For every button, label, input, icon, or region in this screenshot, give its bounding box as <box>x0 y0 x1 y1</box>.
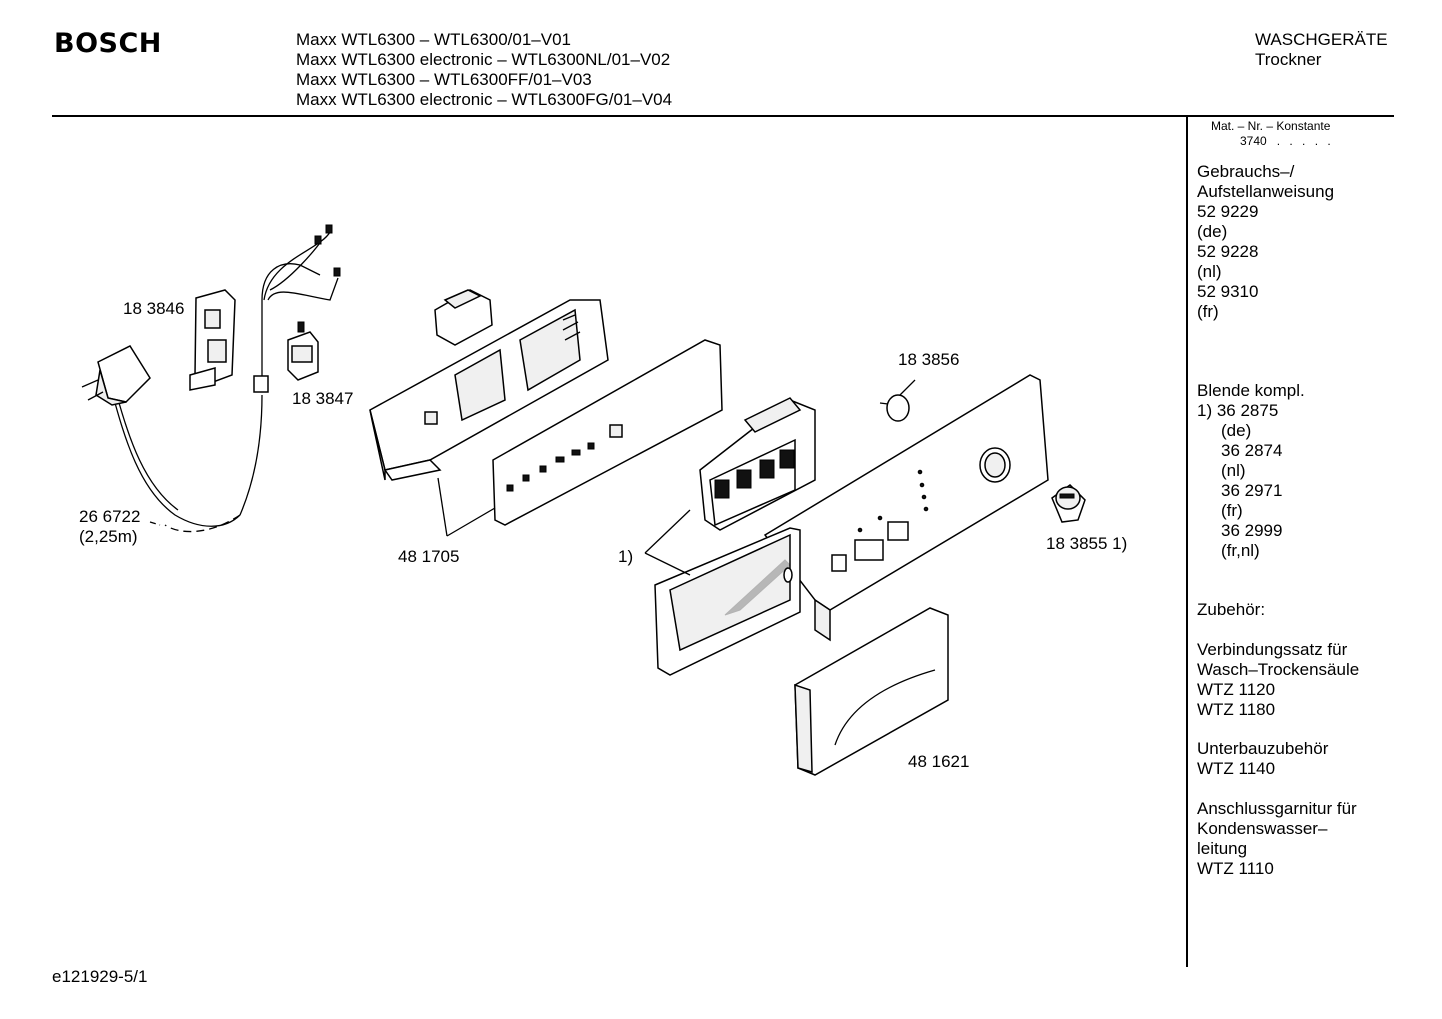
category-subtitle: Trockner <box>1255 50 1322 69</box>
material-number-dots: . . . . . <box>1276 134 1334 148</box>
material-number-block: Mat. – Nr. – Konstante 3740 . . . . . <box>1211 119 1334 149</box>
model-list: Maxx WTL6300 – WTL6300/01–V01 Maxx WTL63… <box>296 30 672 110</box>
accessory-line: WTZ 1120 <box>1197 680 1276 699</box>
manual-entry: (fr) <box>1197 302 1219 321</box>
blende-section: Blende kompl. 1) 36 2875 (de) 36 2874 (n… <box>1197 381 1305 561</box>
knob-183855-drawing <box>1051 484 1086 523</box>
manual-title: Gebrauchs–/ <box>1197 162 1295 181</box>
category-title: WASCHGERÄTE <box>1255 30 1388 49</box>
drawing-code: e121929-5/1 <box>52 967 148 986</box>
exploded-parts-diagram <box>81 224 1086 776</box>
blende-entry: (fr,nl) <box>1221 541 1260 560</box>
manual-entry: 52 9228 <box>1197 242 1259 261</box>
button-module-drawing <box>699 397 816 531</box>
manual-entry: 52 9229 <box>1197 202 1259 221</box>
sidebar-divider <box>1186 115 1188 967</box>
accessory-line: Unterbauzubehör <box>1197 739 1329 758</box>
manual-section: Gebrauchs–/ Aufstellanweisung 52 9229 (d… <box>1197 162 1334 322</box>
anschluss-section: Anschlussgarnitur für Kondenswasser– lei… <box>1197 799 1357 879</box>
part-label-183855: 18 3855 1) <box>1046 534 1128 553</box>
material-number-value: 3740 <box>1240 134 1267 148</box>
part-label-cord-length: (2,25m) <box>79 527 138 546</box>
manual-entry: (de) <box>1197 222 1228 241</box>
accessory-line: Verbindungssatz für <box>1197 640 1348 659</box>
power-cord-drawing <box>81 224 341 533</box>
brand-logo: BOSCH <box>54 28 162 59</box>
blende-entry: (fr) <box>1221 501 1243 520</box>
model-line: Maxx WTL6300 – WTL6300FF/01–V03 <box>296 70 592 89</box>
verbindung-section: Verbindungssatz für Wasch–Trockensäule W… <box>1197 640 1359 720</box>
accessory-line: leitung <box>1197 839 1248 858</box>
blende-first-entry: 1) 36 2875 <box>1197 401 1279 420</box>
service-flap-481621-drawing <box>794 607 949 776</box>
frame-481705-drawing <box>369 289 723 537</box>
header-divider <box>52 115 1394 117</box>
material-number-value-row: 3740 . . . . . <box>1211 134 1334 149</box>
manual-entry: (nl) <box>1197 262 1222 281</box>
blende-entry: (de) <box>1221 421 1252 440</box>
fascia-panel-drawing <box>644 374 1049 676</box>
manual-entry: 52 9310 <box>1197 282 1259 301</box>
model-line: Maxx WTL6300 electronic – WTL6300FG/01–V… <box>296 90 673 109</box>
accessory-line: Kondenswasser– <box>1197 819 1328 838</box>
accessory-line: Wasch–Trockensäule <box>1197 660 1360 679</box>
blende-entry: 36 2874 <box>1221 441 1283 460</box>
accessory-line: WTZ 1180 <box>1197 700 1276 719</box>
connector-183847-drawing <box>287 321 319 381</box>
blende-entry: (nl) <box>1221 461 1246 480</box>
accessory-line: WTZ 1140 <box>1197 759 1276 778</box>
model-line: Maxx WTL6300 – WTL6300/01–V01 <box>296 30 571 49</box>
blende-title: Blende kompl. <box>1197 381 1305 400</box>
blende-entry: 36 2971 <box>1221 481 1283 500</box>
unterbau-section: Unterbauzubehör WTZ 1140 <box>1197 739 1328 779</box>
part-label-266722: 26 6722 <box>79 507 141 526</box>
bracket-183846-drawing <box>189 289 236 391</box>
part-label-481621: 48 1621 <box>908 752 970 771</box>
category-block: WASCHGERÄTE Trockner <box>1255 30 1388 70</box>
part-label-183847: 18 3847 <box>292 389 354 408</box>
part-label-183846: 18 3846 <box>123 299 185 318</box>
accessory-line: WTZ 1110 <box>1197 859 1274 878</box>
material-number-header: Mat. – Nr. – Konstante <box>1211 119 1331 133</box>
model-line: Maxx WTL6300 electronic – WTL6300NL/01–V… <box>296 50 671 69</box>
part-label-blende: 1) <box>618 547 634 566</box>
blende-entry: 36 2999 <box>1221 521 1283 540</box>
manual-title: Aufstellanweisung <box>1197 182 1335 201</box>
accessory-line: Anschlussgarnitur für <box>1197 799 1357 818</box>
zubehoer-heading: Zubehör: <box>1197 600 1266 619</box>
part-label-183856: 18 3856 <box>898 350 960 369</box>
part-label-481705: 48 1705 <box>398 547 460 566</box>
knob-183856-drawing <box>879 379 916 422</box>
